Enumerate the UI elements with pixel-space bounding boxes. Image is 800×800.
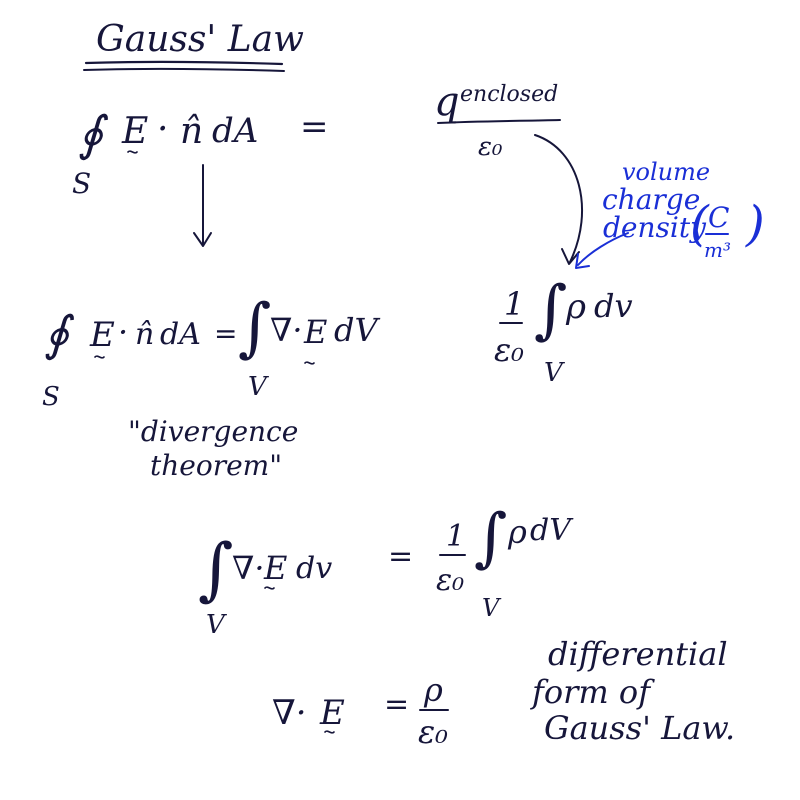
charge-symbol: q bbox=[434, 79, 460, 125]
annotation-paren-close: ) bbox=[746, 196, 765, 252]
tilde-e1 bbox=[127, 150, 138, 154]
vector-e: E bbox=[90, 315, 115, 355]
tilde-e2 bbox=[94, 355, 105, 359]
epsilon-naught: ε₀ bbox=[418, 713, 448, 751]
area-element: dA bbox=[160, 317, 201, 352]
surface-subscript: S bbox=[42, 382, 60, 412]
epsilon-naught: ε₀ bbox=[478, 132, 503, 162]
equals-sign: = bbox=[388, 539, 414, 574]
divergence-theorem-label-line1: "divergence bbox=[128, 415, 299, 448]
volume-subscript: V bbox=[248, 372, 267, 402]
unit-normal: n̂ bbox=[135, 317, 155, 352]
equals-sign: = bbox=[384, 687, 410, 722]
vector-e: E bbox=[264, 549, 288, 587]
unit-coulomb: C bbox=[708, 201, 730, 234]
blue-arrow-shaft bbox=[577, 232, 629, 266]
volume-integral-symbol: ∫ bbox=[238, 291, 272, 365]
differential-form-label-line2: form of bbox=[532, 673, 651, 711]
volume-subscript: V bbox=[544, 358, 563, 388]
vector-e: E bbox=[122, 111, 149, 152]
tilde-e5 bbox=[324, 730, 335, 734]
differential-form-label-line1: differential bbox=[548, 635, 728, 673]
volume-element: dv bbox=[296, 551, 333, 586]
volume-element: dv bbox=[594, 287, 633, 325]
fraction-numerator-one: 1 bbox=[446, 519, 466, 554]
area-element: dA bbox=[212, 111, 259, 151]
annotation-paren-open: ( bbox=[690, 196, 709, 252]
curve-arrow-head bbox=[561, 248, 580, 265]
unit-cubic-meter: m³ bbox=[704, 238, 731, 262]
tilde-e4 bbox=[264, 586, 275, 590]
volume-element: dV bbox=[530, 513, 571, 548]
curve-arrow-shaft bbox=[534, 134, 584, 263]
charge-density-rho: ρ bbox=[508, 513, 527, 551]
charge-density-rho: ρ bbox=[566, 287, 586, 327]
enclosed-subscript: enclosed bbox=[460, 82, 559, 107]
blue-arrow-head bbox=[575, 253, 590, 269]
vector-e: E bbox=[320, 693, 345, 733]
surface-subscript: S bbox=[72, 167, 92, 200]
closed-integral-symbol: ∮ bbox=[44, 306, 70, 362]
divergence-operator: ∇· bbox=[232, 549, 265, 587]
tilde-e3 bbox=[304, 361, 315, 365]
equals-sign: = bbox=[214, 317, 238, 350]
annotation-line-density: density bbox=[603, 211, 706, 244]
epsilon-naught: ε₀ bbox=[494, 331, 524, 369]
volume-integral-symbol: ∫ bbox=[534, 273, 568, 347]
annotation-line-charge: charge bbox=[602, 183, 701, 216]
vector-e: E bbox=[304, 313, 328, 351]
divergence-theorem-label-line2: theorem" bbox=[150, 449, 283, 482]
q-frac-bar bbox=[437, 119, 561, 124]
title-underline bbox=[84, 60, 284, 66]
volume-integral-symbol: ∫ bbox=[474, 501, 508, 575]
closed-integral-symbol: ∮ bbox=[78, 106, 104, 162]
volume-subscript: V bbox=[482, 594, 500, 622]
fraction-numerator-one: 1 bbox=[504, 285, 525, 323]
equals-sign: = bbox=[300, 107, 329, 147]
dot-operator: · bbox=[118, 313, 129, 351]
page-title: Gauss' Law bbox=[96, 19, 304, 60]
down-arrow-head bbox=[193, 232, 212, 247]
differential-form-label-line3: Gauss' Law. bbox=[544, 709, 736, 747]
volume-integral-symbol: ∫ bbox=[198, 530, 234, 609]
title-underline-2 bbox=[83, 67, 285, 72]
epsilon-naught: ε₀ bbox=[436, 563, 465, 598]
dot-operator: · bbox=[157, 109, 169, 150]
charge-density-rho: ρ bbox=[424, 671, 443, 709]
volume-subscript: V bbox=[206, 610, 225, 640]
divergence-operator: ∇· bbox=[272, 693, 307, 733]
unit-normal: n̂ bbox=[180, 111, 204, 152]
volume-element: dV bbox=[334, 311, 378, 349]
divergence-operator: ∇· bbox=[270, 311, 303, 349]
annotation-line-volume: volume bbox=[622, 158, 711, 186]
